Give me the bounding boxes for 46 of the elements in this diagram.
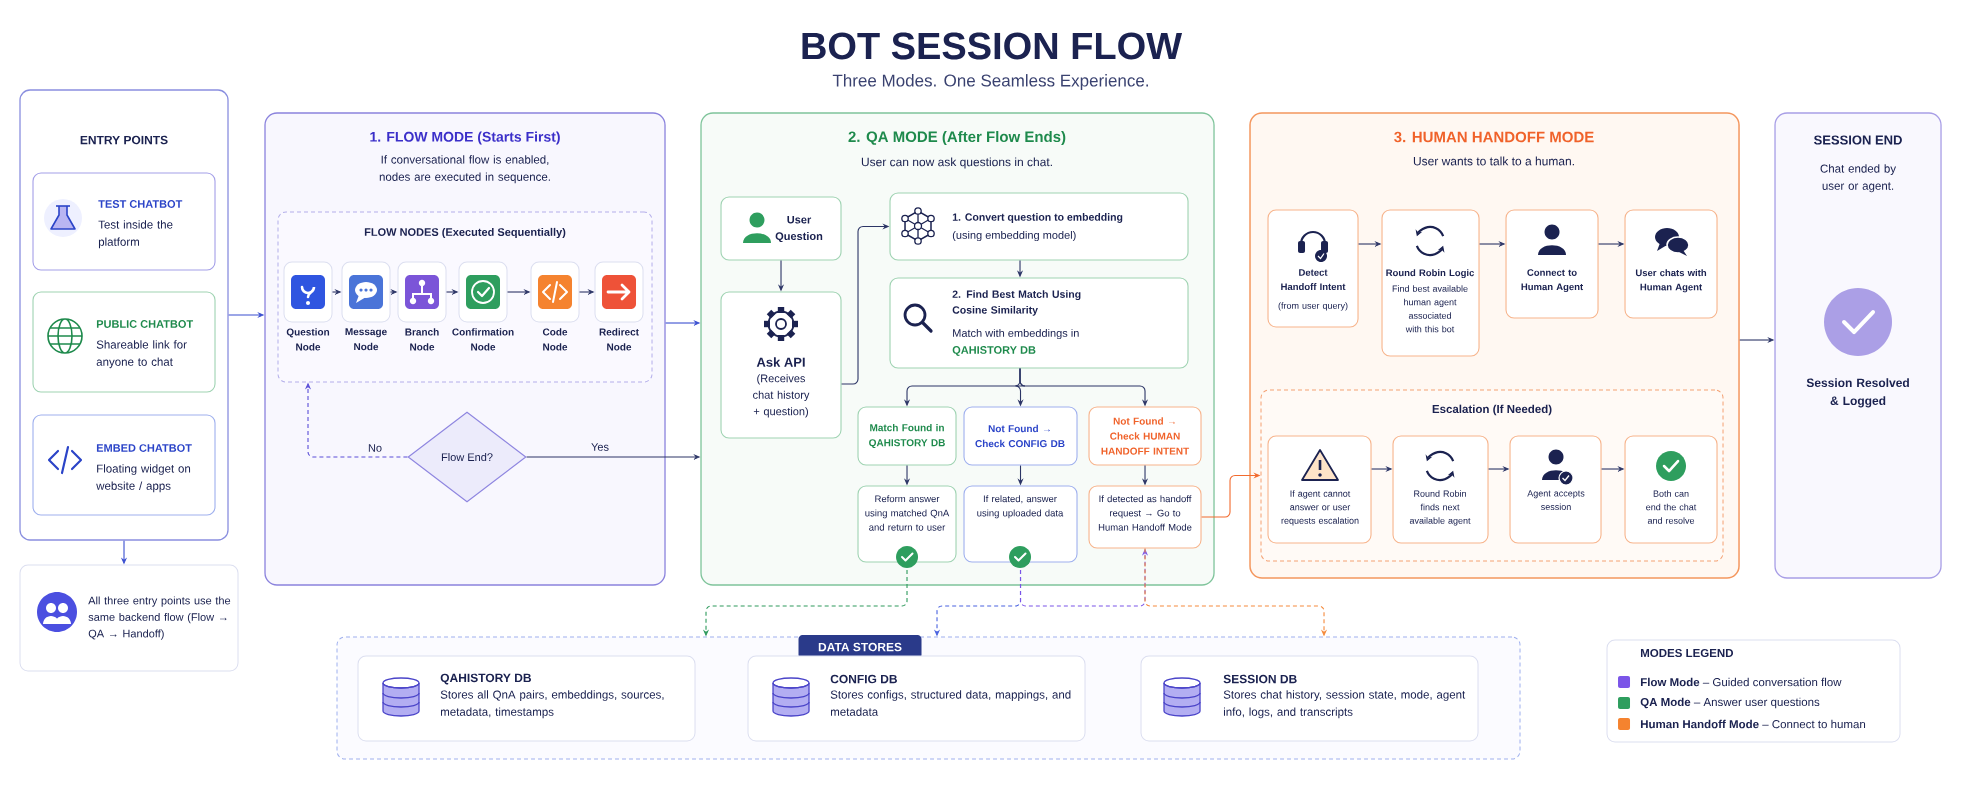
node-label: Code Node <box>542 328 568 351</box>
session-panel: SESSION END Chat ended by user or agent. Session Resolved & Logged <box>1774 112 1942 579</box>
flow-node-card: Branch Node <box>397 261 447 351</box>
info-card: All three entry points use the same backend flow (Flow → QA → Handoff) <box>19 564 239 672</box>
step-card: Round Robin finds next available agent <box>1392 435 1489 544</box>
result-box: Match Found in QAHISTORY DB <box>857 406 957 466</box>
flow-node-card: Message Node <box>341 261 391 351</box>
step-card: User chats with Human Agent <box>1624 209 1718 319</box>
chatbot-card: TEST CHATBOT Test inside the platform <box>32 172 216 271</box>
step-card: Agent accepts session <box>1509 435 1602 544</box>
result-box: Not Found → Check CONFIG DB <box>963 406 1078 466</box>
step-card: If agent cannot answer or user requests escalation <box>1267 435 1372 544</box>
node-label: Confirmation Node <box>452 328 514 351</box>
step-card: Detect Handoff Intent (from user query) <box>1267 209 1359 328</box>
title: BOT SESSION FLOW <box>802 32 1183 60</box>
process-box: 2. Find Best Match Using Cosine Similarity Match with embeddings in QAHISTORY DB <box>889 277 1189 369</box>
legend-text: QA Mode – Answer user questions <box>1640 697 1820 709</box>
subtitle: Three Modes. One Seamless Experience. <box>832 74 1148 90</box>
answer-box: Reform answer using matched QnA and return to user <box>857 485 957 568</box>
node-label: Question Node <box>286 328 330 351</box>
database-card: CONFIG DB Stores configs, structured data, mappings, and metadata <box>747 655 1086 742</box>
flow-node-card: Question Node <box>283 261 333 351</box>
process-box: Ask API (Receives chat history + question) <box>720 291 842 439</box>
legend-text: Flow Mode – Guided conversation flow <box>1641 677 1842 687</box>
legend-title: MODES LEGEND <box>1641 648 1733 658</box>
step-card: Round Robin Logic Find best available human agent associated with this bot <box>1381 209 1480 357</box>
chatbot-card: PUBLIC CHATBOT Shareable link for anyone to chat <box>32 291 216 393</box>
result-box: Not Found → Check HUMAN HANDOFF INTENT <box>1088 406 1202 466</box>
node-label: Message Node <box>345 328 387 351</box>
process-box: 1. Convert question to embedding (using embedding model) <box>889 192 1189 261</box>
edge-label: Yes <box>589 441 611 453</box>
node-label: Redirect Node <box>599 328 639 351</box>
node-label: Branch Node <box>405 328 439 351</box>
legend-text: Human Handoff Mode – Connect to human <box>1641 719 1866 729</box>
step-card: Connect to Human Agent <box>1505 209 1599 319</box>
flow-node-card: Code Node <box>530 261 580 351</box>
chatbot-card: EMBED CHATBOT Floating widget on website / apps <box>32 414 216 516</box>
database-card: QAHISTORY DB Stores all QnA pairs, embeddings, sources, metadata, timestamps <box>357 655 696 742</box>
database-card: SESSION DB Stores chat history, session state, mode, agent info, logs, and transcripts <box>1140 655 1479 742</box>
edge-label: No <box>366 442 384 454</box>
step-card: Both can end the chat and resolve <box>1624 435 1718 544</box>
flow-node-card: Redirect Node <box>594 261 644 351</box>
flow-node-card: Confirmation Node <box>452 261 514 351</box>
answer-box: If related, answer using uploaded data <box>963 485 1078 568</box>
answer-box: If detected as handoff request → Go to Human Handoff Mode <box>1088 485 1202 549</box>
process-box: User Question <box>720 196 842 261</box>
